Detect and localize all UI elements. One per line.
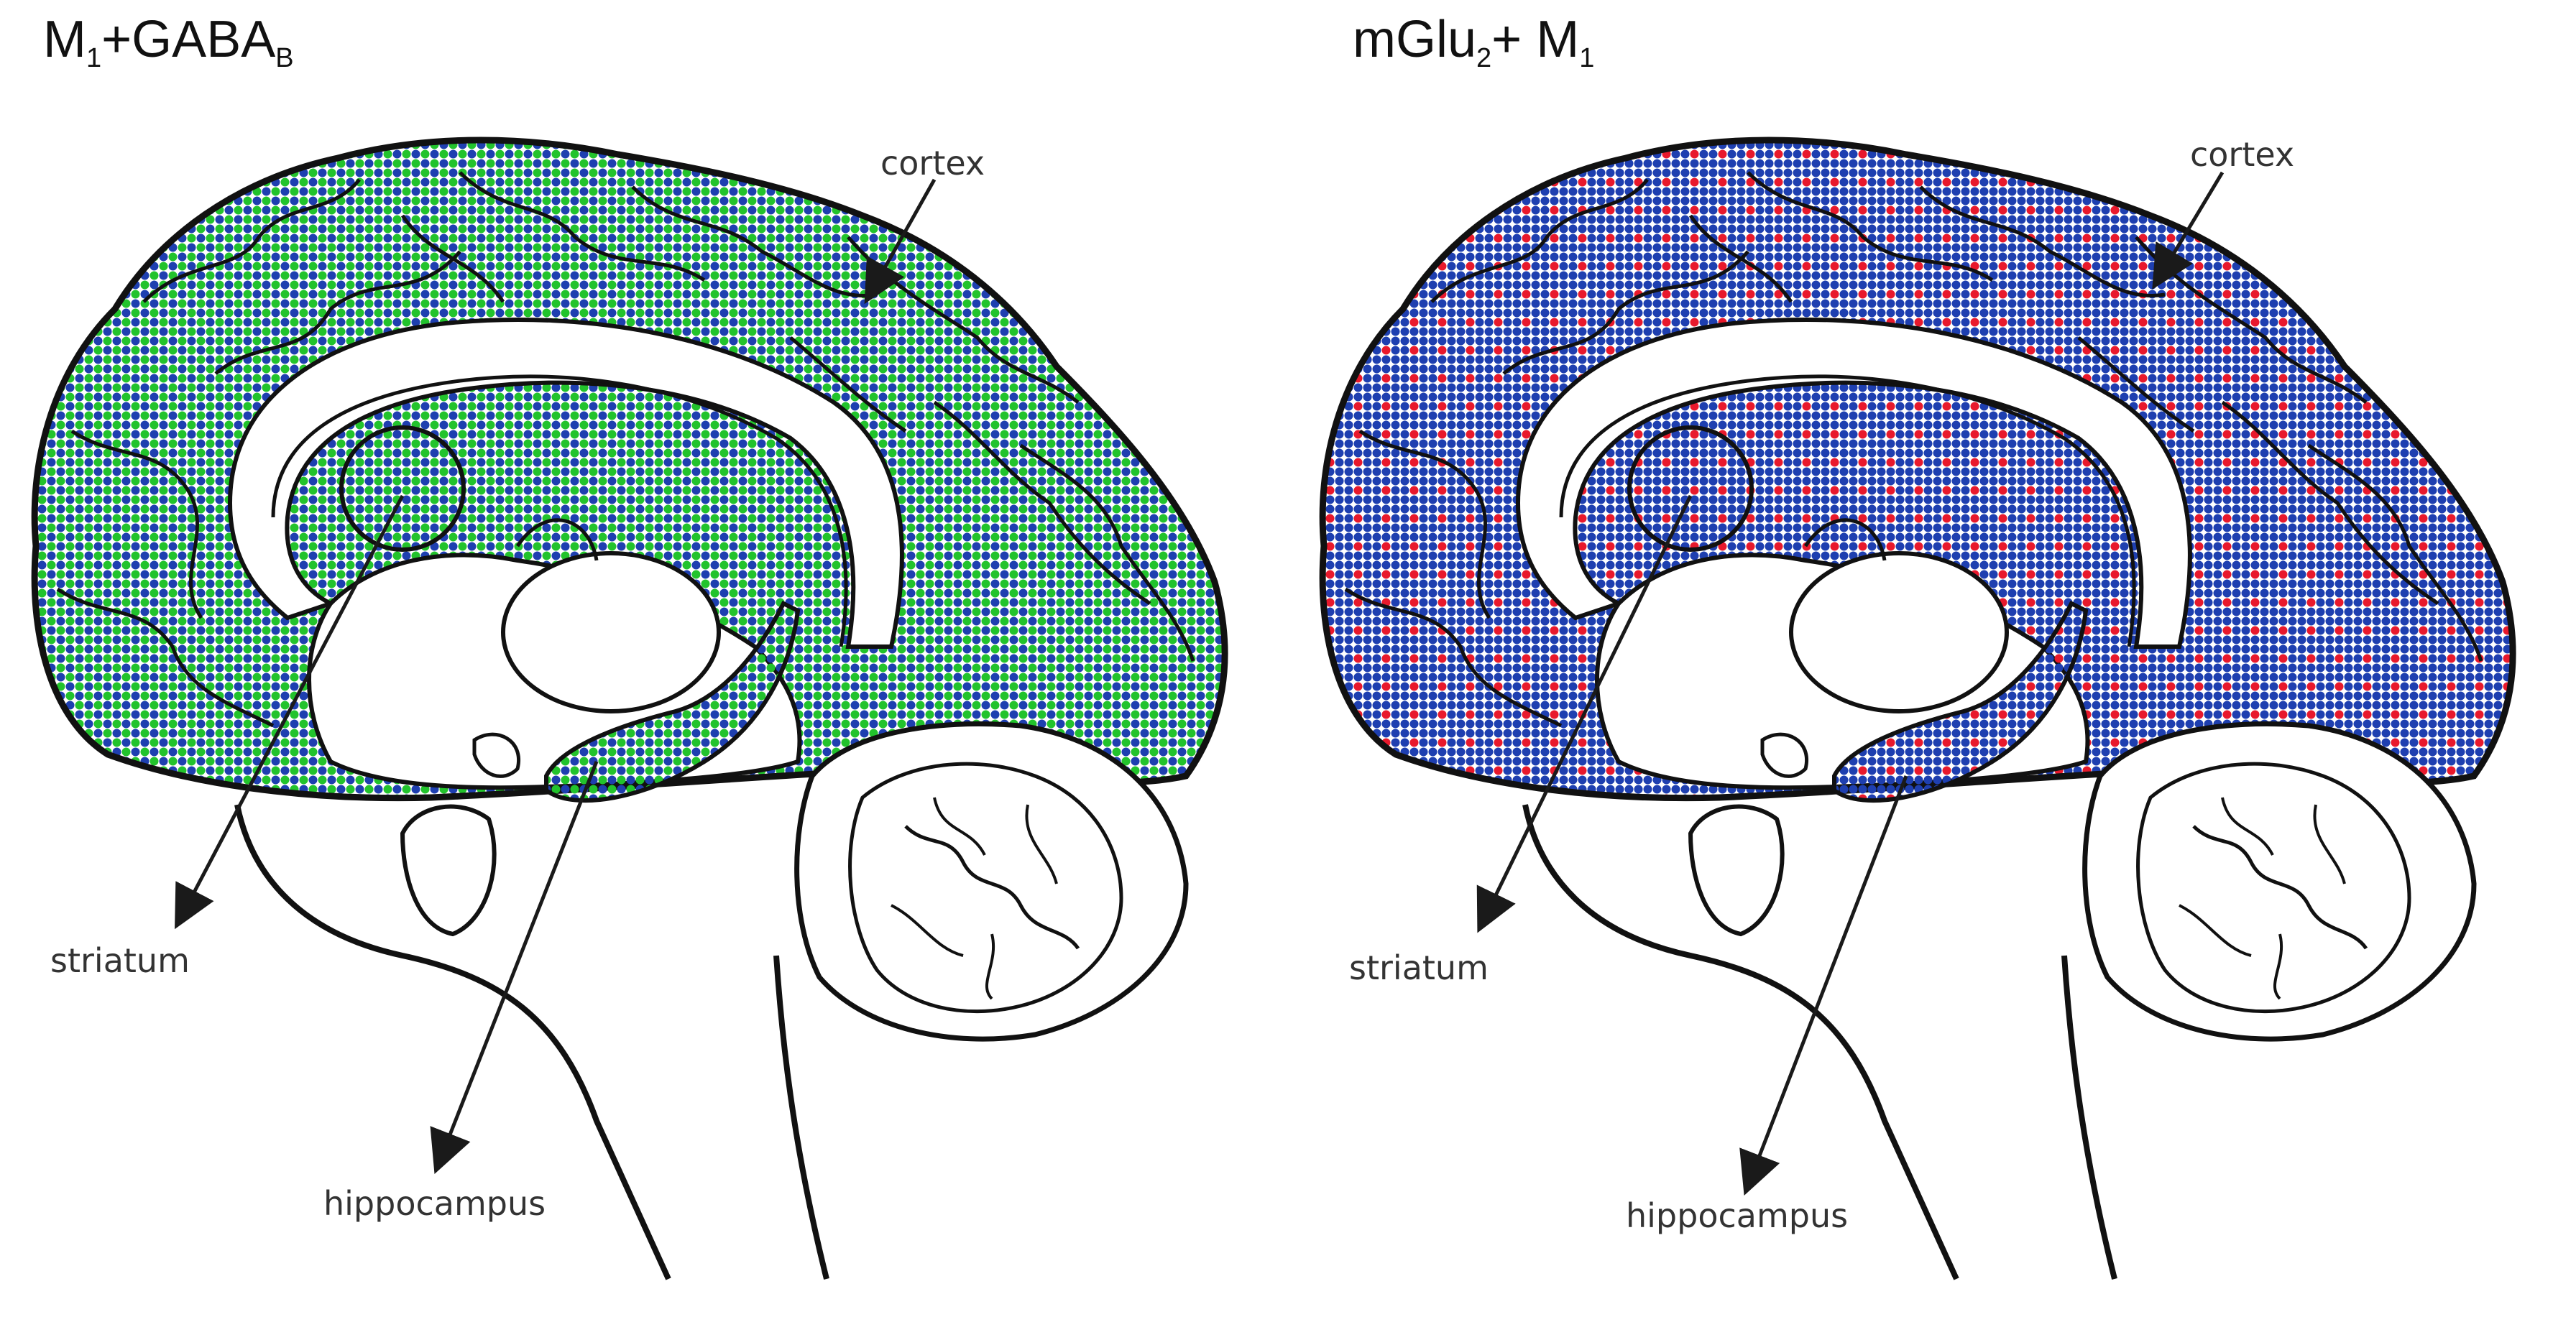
brainstem-outline <box>234 804 671 1280</box>
hippocampus-region <box>1832 600 2089 803</box>
gyri-lines <box>56 171 1195 728</box>
brain-sagittal-diagram <box>1319 137 2516 1280</box>
label-hippocampus: hippocampus <box>323 1184 546 1223</box>
cerebellum <box>794 721 1189 1042</box>
spinal-outline <box>773 955 829 1280</box>
hippocampus-arrow <box>430 761 599 1174</box>
panel-mglu2-m1: mGlu2+ M1 <box>1288 0 2576 1317</box>
thalamus <box>501 551 721 713</box>
label-striatum: striatum <box>1349 948 1489 987</box>
striatum-arrow <box>1476 494 1693 933</box>
panel-title: M1+GABAB <box>43 11 294 73</box>
label-striatum: striatum <box>50 941 190 980</box>
cortex-arrow <box>864 178 937 305</box>
pituitary <box>400 804 497 937</box>
corpus-callosum <box>1515 317 2192 649</box>
brain-sagittal-diagram <box>31 137 1228 1280</box>
gyri-lines <box>1344 171 2483 728</box>
striatum-region <box>1627 425 1754 552</box>
label-hippocampus: hippocampus <box>1626 1196 1849 1235</box>
thalamus <box>1789 551 2009 713</box>
label-cortex: cortex <box>880 144 985 182</box>
brainstem-outline <box>1522 804 1959 1280</box>
hippocampus-region <box>544 600 801 803</box>
panel-m1-gabab: M1+GABAB <box>31 11 1228 1280</box>
pituitary <box>1688 804 1785 937</box>
corpus-callosum <box>227 317 904 649</box>
cortex-arrow <box>2152 171 2225 290</box>
striatum-arrow <box>175 494 405 930</box>
hippocampus-arrow <box>1739 775 1908 1196</box>
label-cortex: cortex <box>2190 135 2295 174</box>
panel-title: mGlu2+ M1 <box>1353 11 1595 73</box>
spinal-outline <box>2061 955 2117 1280</box>
striatum-region <box>339 425 466 552</box>
cerebellum <box>2082 721 2477 1042</box>
